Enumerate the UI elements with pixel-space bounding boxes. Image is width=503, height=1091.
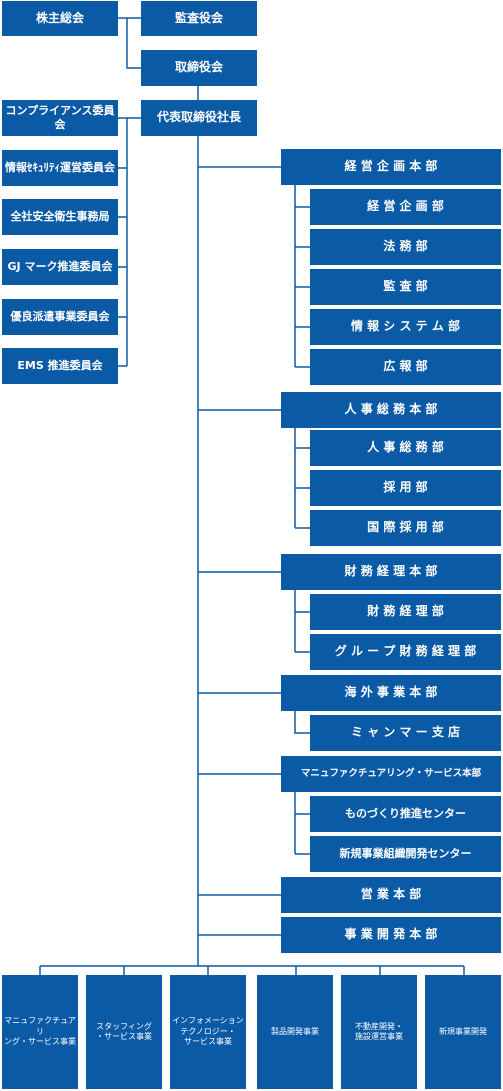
unit-label: 広 報 部 xyxy=(383,359,428,374)
unit-box: グ ル ー プ 財 務 経 理 部 xyxy=(310,634,501,670)
division-head-corp-planning: 経 営 企 画 本 部 xyxy=(281,149,501,185)
committee-label: 情報ｾｷｭﾘﾃｨ運営委員会 xyxy=(5,160,115,174)
unit-box: 新規事業組織開発センター xyxy=(310,836,501,872)
committee-label: コンプライアンス委員会 xyxy=(5,103,115,131)
board-connector xyxy=(126,18,141,69)
division-head-hr: 人 事 総 務 本 部 xyxy=(281,392,501,428)
unit-box: ものづくり推進センター xyxy=(310,796,501,832)
committee-box: 全社安全衛生事務局 xyxy=(2,199,118,235)
unit-label: 財 務 経 理 部 xyxy=(367,604,444,619)
unit-label: ミ ャ ン マ ー 支 店 xyxy=(350,725,461,740)
unit-box: 経 営 企 画 部 xyxy=(310,189,501,225)
shareholders-label: 株主総会 xyxy=(35,10,84,25)
unit-label: 新規事業組織開発センター xyxy=(339,846,472,860)
committee-label: 全社安全衛生事務局 xyxy=(10,209,110,223)
shareholders-box: 株主総会 xyxy=(2,1,118,36)
committee-box: GJ マーク推進委員会 xyxy=(2,249,118,285)
committee-box: 優良派遣事業委員会 xyxy=(2,299,118,335)
division-head-finance: 財 務 経 理 本 部 xyxy=(281,554,501,590)
board-label: 取締役会 xyxy=(174,60,223,75)
unit-box: ミ ャ ン マ ー 支 店 xyxy=(310,715,501,751)
division-head-label: 財 務 経 理 本 部 xyxy=(344,564,438,579)
business-label: 製品開発事業 xyxy=(271,1026,319,1036)
division-head-label: 事 業 開 発 本 部 xyxy=(344,927,438,942)
unit-box: 財 務 経 理 部 xyxy=(310,594,501,630)
business-box: 製品開発事業 xyxy=(257,975,333,1089)
unit-box: 法 務 部 xyxy=(310,229,501,265)
committee-label: 優良派遣事業委員会 xyxy=(10,309,110,323)
business-label: 新規事業開発 xyxy=(439,1026,487,1036)
unit-label: 人 事 総 務 部 xyxy=(367,440,444,455)
president-box: 代表取締役社長 xyxy=(141,100,257,136)
unit-label: 採 用 部 xyxy=(383,480,428,495)
business-box: インフォメーション テクノロジー・ サービス事業 xyxy=(170,975,246,1089)
unit-label: 経 営 企 画 部 xyxy=(367,199,444,214)
unit-label: 国 際 採 用 部 xyxy=(367,520,444,535)
business-box: マニュファクチュアリ ング・サービス事業 xyxy=(2,975,78,1089)
business-box: スタッフィング ・サービス事業 xyxy=(86,975,162,1089)
unit-label: 法 務 部 xyxy=(383,239,428,254)
committee-box: EMS 推進委員会 xyxy=(2,348,118,384)
division-head-label: マニュファクチュアリング・サービス本部 xyxy=(300,767,482,779)
division-head-bizdev: 事 業 開 発 本 部 xyxy=(281,917,501,953)
committee-box: 情報ｾｷｭﾘﾃｨ運営委員会 xyxy=(2,150,118,186)
division-head-overseas: 海 外 事 業 本 部 xyxy=(281,675,501,711)
unit-label: ものづくり推進センター xyxy=(345,806,466,820)
unit-box: 監 査 部 xyxy=(310,269,501,305)
division-head-label: 海 外 事 業 本 部 xyxy=(344,685,438,700)
business-box: 不動産開発・ 施設運営事業 xyxy=(341,975,417,1089)
business-label: 不動産開発・ 施設運営事業 xyxy=(355,1021,403,1041)
unit-label: グ ル ー プ 財 務 経 理 部 xyxy=(334,644,477,659)
business-label: スタッフィング ・サービス事業 xyxy=(96,1021,152,1041)
unit-label: 情 報 シ ス テ ム 部 xyxy=(350,319,461,334)
business-box: 新規事業開発 xyxy=(425,975,501,1089)
corp-planning-subs xyxy=(294,185,310,368)
auditors-box: 監査役会 xyxy=(141,1,257,36)
business-bus xyxy=(39,965,465,975)
hr-subs xyxy=(294,428,310,529)
committee-label: GJ マーク推進委員会 xyxy=(7,259,113,273)
unit-box: 人 事 総 務 部 xyxy=(310,430,501,466)
president-label: 代表取締役社長 xyxy=(156,110,241,125)
division-head-manufacturing: マニュファクチュアリング・サービス本部 xyxy=(281,756,501,792)
division-branches xyxy=(198,166,281,936)
division-head-label: 人 事 総 務 本 部 xyxy=(344,402,438,417)
unit-box: 採 用 部 xyxy=(310,470,501,506)
auditors-label: 監査役会 xyxy=(174,10,223,25)
business-label: インフォメーション テクノロジー・ サービス事業 xyxy=(172,1016,244,1047)
unit-label: 監 査 部 xyxy=(383,279,428,294)
overseas-subs xyxy=(294,711,310,734)
finance-subs xyxy=(294,590,310,653)
unit-box: 広 報 部 xyxy=(310,349,501,385)
board-box: 取締役会 xyxy=(141,50,257,86)
manufacturing-subs xyxy=(294,792,310,855)
committee-bus xyxy=(118,117,141,367)
committee-box: コンプライアンス委員会 xyxy=(2,100,118,136)
unit-box: 国 際 採 用 部 xyxy=(310,510,501,546)
division-head-sales: 営 業 本 部 xyxy=(281,877,501,913)
unit-box: 情 報 シ ス テ ム 部 xyxy=(310,309,501,345)
division-head-label: 経 営 企 画 本 部 xyxy=(344,159,438,174)
business-label: マニュファクチュアリ ング・サービス事業 xyxy=(4,1016,76,1047)
committee-label: EMS 推進委員会 xyxy=(17,358,103,372)
division-head-label: 営 業 本 部 xyxy=(360,887,422,902)
